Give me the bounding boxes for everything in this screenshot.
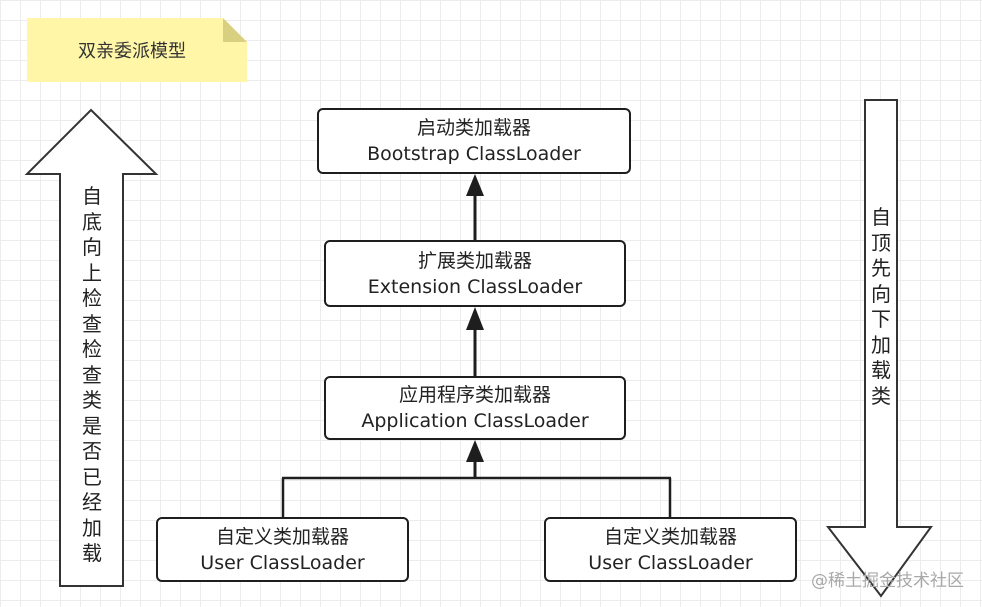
vchar: 下 bbox=[871, 307, 891, 331]
vchar: 自 bbox=[871, 205, 891, 229]
vchar: 顶 bbox=[871, 230, 891, 255]
extension-classloader-cn: 扩展类加载器 bbox=[417, 249, 532, 272]
vchar: 上 bbox=[82, 260, 102, 285]
diagram-title: 双亲委派模型 bbox=[78, 41, 186, 62]
user-classloader-left-cn: 自定义类加载器 bbox=[215, 525, 349, 548]
user-classloader-box-right: 自定义类加载器 User ClassLoader bbox=[544, 517, 797, 582]
bootstrap-classloader-en: Bootstrap ClassLoader bbox=[367, 143, 581, 165]
arrowhead-extension bbox=[466, 307, 484, 330]
vchar: 是 bbox=[82, 413, 102, 438]
arrowhead-bootstrap bbox=[466, 174, 484, 196]
watermark: @稀土掘金技术社区 bbox=[811, 571, 964, 591]
vchar: 向 bbox=[82, 235, 102, 259]
vchar: 经 bbox=[82, 490, 102, 514]
user-classloader-right-en: User ClassLoader bbox=[588, 551, 753, 574]
application-classloader-box: 应用程序类加载器 Application ClassLoader bbox=[324, 376, 626, 440]
application-classloader-en: Application ClassLoader bbox=[361, 410, 589, 432]
arrowhead-application bbox=[466, 440, 484, 462]
user-classloader-left-en: User ClassLoader bbox=[200, 551, 365, 574]
vchar: 先 bbox=[871, 256, 891, 280]
vchar: 检 bbox=[82, 337, 102, 361]
vchar: 加 bbox=[871, 332, 891, 357]
vchar: 底 bbox=[82, 209, 102, 234]
user-classloader-box-left: 自定义类加载器 User ClassLoader bbox=[156, 517, 409, 582]
vchar: 检 bbox=[82, 286, 102, 310]
bottom-up-arrow-label: 自 底 向 上 检 查 检 查 类 是 否 已 经 加 载 bbox=[80, 184, 104, 567]
top-down-arrow-shape bbox=[825, 99, 933, 598]
extension-classloader-en: Extension ClassLoader bbox=[367, 275, 583, 298]
vchar: 查 bbox=[82, 362, 102, 387]
vchar: 自 bbox=[82, 184, 102, 208]
extension-classloader-box: 扩展类加载器 Extension ClassLoader bbox=[324, 240, 626, 307]
vchar: 向 bbox=[871, 281, 891, 306]
sticky-note bbox=[27, 18, 247, 82]
vchar: 载 bbox=[871, 358, 891, 382]
vchar: 已 bbox=[82, 464, 102, 489]
bootstrap-classloader-box: 启动类加载器 Bootstrap ClassLoader bbox=[317, 108, 631, 174]
bottom-up-arrow-shape bbox=[24, 108, 159, 587]
top-down-arrow-label: 自 顶 先 向 下 加 载 类 bbox=[869, 205, 893, 409]
user-classloader-right-cn: 自定义类加载器 bbox=[603, 525, 737, 548]
bootstrap-classloader-cn: 启动类加载器 bbox=[416, 117, 531, 139]
vchar: 查 bbox=[82, 311, 102, 336]
application-classloader-cn: 应用程序类加载器 bbox=[398, 384, 551, 406]
vchar: 否 bbox=[82, 439, 102, 463]
vchar: 加 bbox=[82, 515, 102, 540]
vchar: 类 bbox=[871, 383, 891, 408]
vchar: 类 bbox=[82, 388, 102, 412]
vchar: 载 bbox=[82, 541, 102, 565]
